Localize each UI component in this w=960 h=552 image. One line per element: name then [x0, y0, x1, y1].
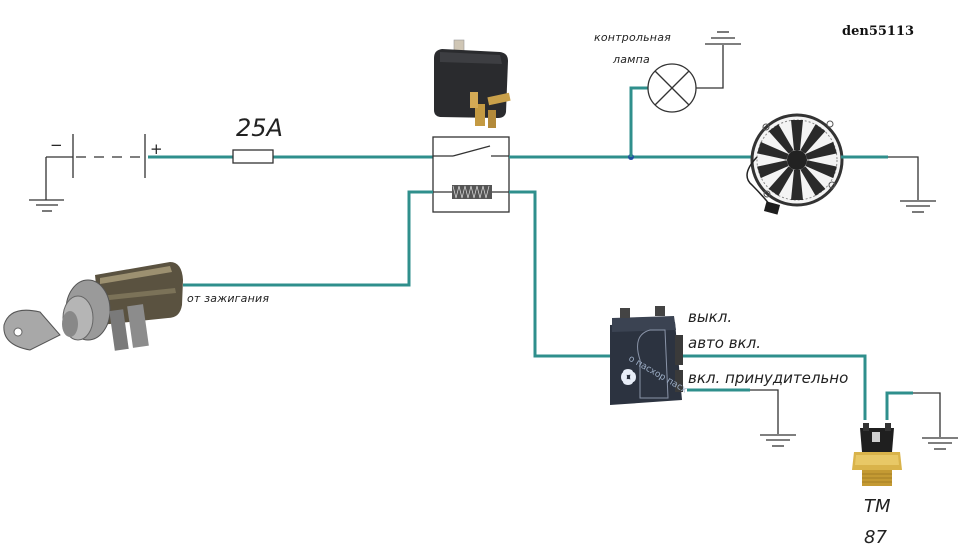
fan-blade [791, 120, 803, 150]
battery-symbol: − + [45, 134, 163, 200]
fan-blade [768, 124, 794, 154]
fan-blade [805, 160, 837, 179]
ignition-label: от зажигания [187, 292, 269, 305]
ground-icon [922, 437, 958, 450]
sensor-ground-wire [885, 391, 913, 420]
battery-minus-label: − [50, 136, 63, 154]
ground-icon [705, 31, 741, 45]
ignition-lock-icon [3, 262, 183, 351]
switch-position-forced: вкл. принудительно [688, 369, 848, 387]
ground-icon [29, 199, 64, 212]
temperature-sensor-icon [852, 423, 902, 486]
ground-icon [760, 434, 796, 447]
lamp-icon [647, 63, 697, 113]
fan-blade [805, 141, 837, 160]
lamp-ground-wire [696, 45, 724, 89]
ignition-wire [183, 190, 433, 287]
fan-ground-lead [888, 156, 919, 200]
sensor-label-line2: 87 [864, 527, 887, 548]
switch-position-off: выкл. [688, 308, 732, 326]
lamp-wire [629, 86, 648, 157]
auto-wire [683, 354, 867, 420]
fan-blade [757, 141, 789, 160]
fan-blade [800, 124, 826, 154]
relay-symbol [432, 136, 510, 213]
fan-blade [757, 160, 789, 179]
sensor-ground-lead [913, 392, 941, 437]
watermark: den55113 [842, 24, 914, 39]
lamp-label-line1: контрольная [594, 31, 671, 44]
fan-icon [746, 113, 844, 215]
relay-icon [434, 39, 511, 128]
fan-blade [791, 170, 803, 200]
fuse-symbol [232, 149, 274, 164]
rocker-switch-icon: о пасхор пасх [610, 306, 689, 405]
fan-blade [800, 166, 826, 196]
ground-icon [900, 200, 936, 213]
switch-position-auto: авто вкл. [688, 334, 761, 352]
sensor-label-line1: ТМ [864, 496, 891, 517]
fuse-label: 25A [236, 114, 283, 142]
coil-to-switch-wire [509, 190, 610, 358]
lamp-label-line2: лампа [612, 53, 650, 66]
forced-ground-lead [750, 389, 779, 434]
battery-plus-label: + [150, 140, 163, 158]
fan-blade [768, 166, 794, 196]
